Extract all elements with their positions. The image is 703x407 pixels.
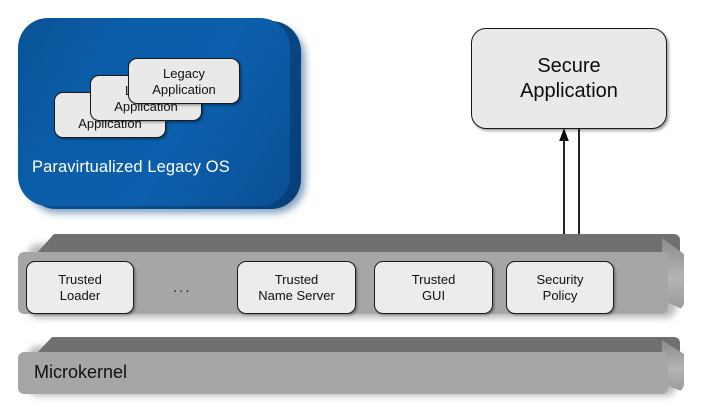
service-box-trusted-gui-line2: GUI xyxy=(421,287,446,303)
secure-application-label-line1: Secure xyxy=(537,54,601,77)
service-box-trusted-loader: Trusted Loader xyxy=(26,261,134,314)
legacy-application-card-front-line1: Legacy xyxy=(163,66,205,81)
legacy-application-card-front: Legacy Application xyxy=(128,58,240,104)
service-box-trusted-name-server: Trusted Name Server xyxy=(237,261,356,314)
secure-application-box: Secure Application xyxy=(471,28,667,129)
service-box-trusted-name-server-line1: Trusted xyxy=(274,271,319,287)
microkernel-bar-front-face xyxy=(18,352,668,394)
microkernel-bar: Microkernel xyxy=(18,337,686,399)
trusted-services-bar-top-face xyxy=(36,234,680,254)
service-box-trusted-gui: Trusted GUI xyxy=(374,261,493,314)
service-box-trusted-loader-line2: Loader xyxy=(59,287,101,303)
services-ellipsis: ... xyxy=(173,279,192,296)
service-box-trusted-name-server-line2: Name Server xyxy=(258,287,335,303)
secure-application-label: Secure Application xyxy=(520,54,618,104)
service-box-trusted-loader-line1: Trusted xyxy=(58,271,102,287)
legacy-os-label: Paravirtualized Legacy OS xyxy=(32,158,230,176)
microkernel-label: Microkernel xyxy=(34,362,128,382)
microkernel-bar-top-face xyxy=(36,337,680,354)
secure-application-label-line2: Application xyxy=(520,79,618,102)
service-box-security-policy-line1: Security xyxy=(536,271,584,287)
legacy-application-card-front-line2: Application xyxy=(152,81,216,97)
service-box-security-policy-line2: Policy xyxy=(542,287,578,303)
legacy-os-container: Legacy Application Legacy Application Le… xyxy=(18,18,305,213)
service-box-security-policy: Security Policy xyxy=(506,261,614,314)
service-box-trusted-gui-line1: Trusted xyxy=(411,271,456,287)
